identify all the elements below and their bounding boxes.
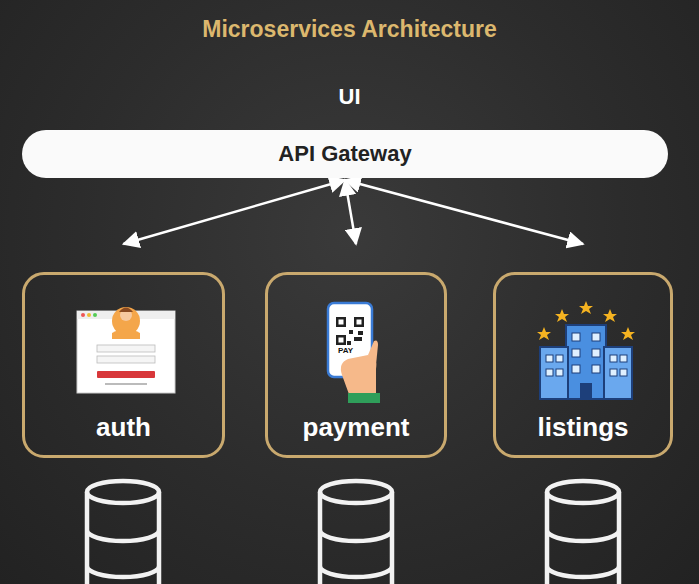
connector-arrow — [124, 180, 346, 244]
connector-arrow — [345, 180, 583, 244]
node-label: payment — [268, 412, 444, 443]
service-box: auth — [22, 272, 225, 458]
layer-label: UI — [0, 84, 699, 110]
phone-label: PAY — [338, 346, 353, 355]
diagram-title: Microservices Architecture — [0, 16, 699, 43]
service-box: listings — [493, 272, 673, 458]
node-label: auth — [25, 412, 222, 443]
node-label: API Gateway — [278, 141, 411, 167]
service-box: payment PAY — [265, 272, 447, 458]
database-icon — [87, 481, 619, 584]
connector-arrow — [345, 180, 356, 244]
node-label: listings — [496, 412, 670, 443]
gateway-bar: API Gateway — [22, 130, 668, 178]
